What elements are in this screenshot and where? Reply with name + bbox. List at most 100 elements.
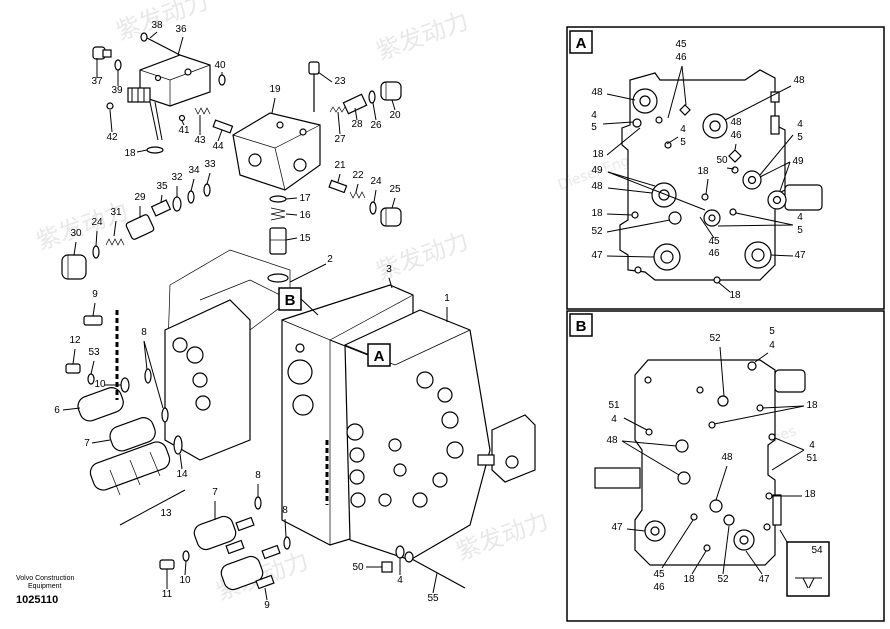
- part-29-valve: [125, 214, 155, 240]
- callout-c33: 33: [204, 159, 216, 170]
- callout-a47b: 47: [794, 250, 806, 261]
- footer: Volvo Construction Equipment 1025110: [16, 575, 74, 606]
- callout-c42: 42: [106, 132, 118, 143]
- part-10-oring-a: [120, 377, 130, 393]
- callout-b48b: 48: [721, 452, 733, 463]
- part-4-washer: [395, 545, 405, 559]
- callout-c3: 3: [386, 264, 392, 275]
- callout-a18b: 18: [697, 166, 709, 177]
- part-32-ring: [172, 196, 182, 212]
- callout-a48d: 48: [591, 181, 603, 192]
- callout-c31: 31: [110, 207, 122, 218]
- part-40-oring: [218, 74, 226, 86]
- callout-c37: 37: [91, 76, 103, 87]
- callout-c10a: 10: [94, 379, 106, 390]
- part-23-bolt: [308, 61, 320, 112]
- callout-c8b: 8: [255, 470, 261, 481]
- part-9-screw-a: [83, 315, 103, 326]
- callout-c4a: 4: [397, 575, 403, 586]
- watermark-cn-3: 紫发动力: [32, 196, 132, 255]
- part-7-cover-a: [109, 417, 156, 452]
- part-50-plug: [381, 561, 393, 573]
- detail-b-plate: [634, 359, 776, 566]
- callout-a18a: 18: [592, 149, 604, 160]
- callout-c26: 26: [370, 120, 382, 131]
- part-33-oring: [203, 183, 211, 197]
- callout-a45a: 45: [675, 39, 687, 50]
- callout-b54: 54: [811, 545, 823, 556]
- callout-c39: 39: [111, 85, 123, 96]
- callout-b46: 46: [653, 582, 665, 593]
- part-24-oring-b: [92, 245, 100, 259]
- callout-a46b: 46: [730, 130, 742, 141]
- part-8-oring-c: [254, 496, 262, 510]
- callout-c9a: 9: [92, 289, 98, 300]
- callout-a4b: 4: [680, 124, 686, 135]
- detail-a-tab-1: [770, 115, 780, 135]
- part-26-oring: [368, 90, 376, 104]
- callout-c8a: 8: [141, 327, 147, 338]
- detail-a-hex-2: [728, 149, 742, 163]
- callout-c30: 30: [70, 228, 82, 239]
- callout-b47b: 47: [758, 574, 770, 585]
- part-28-plug: [329, 93, 368, 115]
- part-15-spool: [269, 227, 287, 255]
- part-bolt-c: [261, 544, 281, 560]
- callout-c14: 14: [176, 469, 188, 480]
- callout-frame-b: B: [278, 287, 319, 316]
- callout-c8c: 8: [282, 505, 288, 516]
- part-22-spring: [349, 191, 366, 199]
- callout-a49a: 49: [792, 156, 804, 167]
- callout-c19: 19: [269, 84, 281, 95]
- part-bolt-b: [225, 539, 245, 555]
- part-21-pin: [328, 179, 348, 194]
- watermark-cn-4: 紫发动力: [372, 226, 472, 285]
- part-10-oring-b: [182, 550, 190, 562]
- detail-a-panel: A: [566, 26, 885, 310]
- part-8-oring-a: [161, 407, 169, 423]
- callout-a18d: 18: [729, 290, 741, 301]
- callout-b-letter: B: [285, 292, 296, 309]
- detail-b-zoom-box: [779, 529, 830, 597]
- part-11-plug: [159, 559, 175, 570]
- callout-c12: 12: [69, 335, 81, 346]
- callout-a48c: 48: [730, 117, 742, 128]
- callout-c7a: 7: [84, 438, 90, 449]
- callout-c1: 1: [444, 293, 450, 304]
- callout-b52a: 52: [709, 333, 721, 344]
- part-2-ring: [267, 273, 289, 283]
- callout-c24b: 24: [91, 217, 103, 228]
- callout-c28: 28: [351, 119, 363, 130]
- rear-housing: [164, 249, 291, 461]
- callout-a46a: 46: [675, 52, 687, 63]
- callout-a4c: 4: [797, 119, 803, 130]
- callout-c55: 55: [427, 593, 439, 604]
- part-13-spool: [89, 441, 171, 496]
- callout-b45: 45: [653, 569, 665, 580]
- detail-b-leaders: [621, 346, 805, 575]
- callout-a45b: 45: [708, 236, 720, 247]
- callout-c11: 11: [162, 589, 173, 600]
- callout-c9b: 9: [264, 600, 270, 611]
- callout-c40: 40: [214, 60, 226, 71]
- callout-c17: 17: [299, 193, 311, 204]
- callout-c13: 13: [160, 508, 172, 519]
- callout-c23: 23: [334, 76, 346, 87]
- detail-b-letter: B: [576, 318, 587, 335]
- callout-c2: 2: [327, 254, 333, 265]
- callout-c29: 29: [134, 192, 146, 203]
- part-20-cap: [380, 81, 402, 101]
- callout-c22: 22: [352, 170, 364, 181]
- callout-b51a: 51: [608, 400, 620, 411]
- part-8-oring-d: [283, 536, 291, 550]
- part-43-spring: [194, 107, 211, 115]
- part-16-spring: [270, 207, 286, 221]
- callout-b48a: 48: [606, 435, 618, 446]
- part-18-ring: [146, 146, 164, 154]
- part-41-ball: [178, 114, 186, 122]
- part-25-cap: [380, 207, 402, 227]
- detail-a-connector: [784, 184, 823, 211]
